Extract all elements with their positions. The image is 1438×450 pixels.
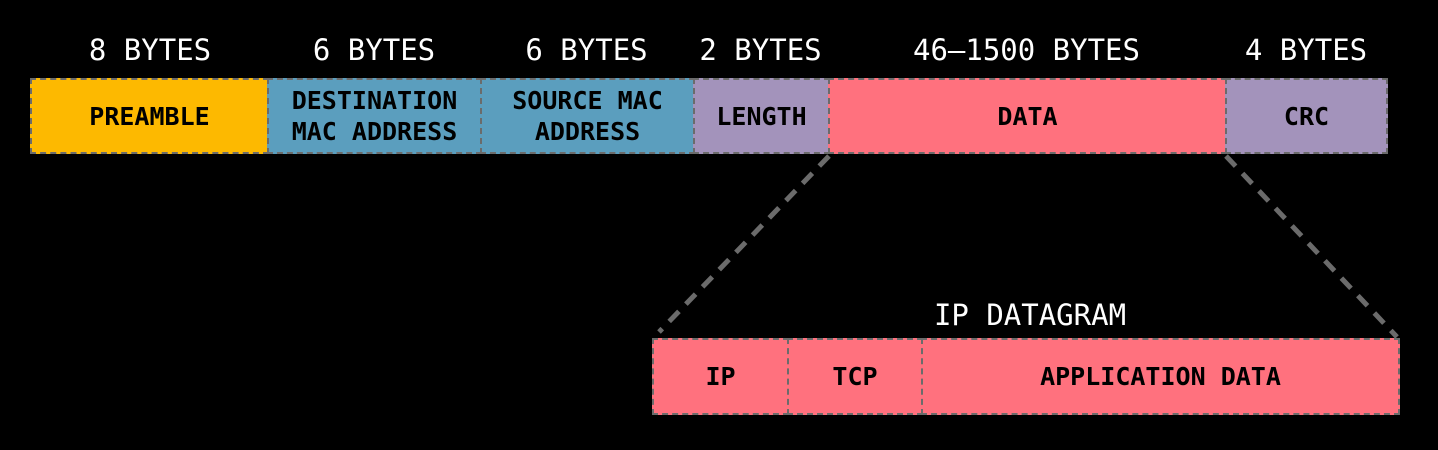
right-connector-line [1224,154,1399,339]
crc-field: CRC [1225,78,1388,154]
application-data-field: APPLICATION DATA [921,338,1400,415]
data-field: DATA [828,78,1227,154]
length-field: LENGTH [693,78,830,154]
left-connector-line [657,154,831,334]
preamble-size-label: 8 BYTES [88,33,212,67]
crc-size-label: 4 BYTES [1244,33,1368,67]
ip-datagram-title: IP DATAGRAM [933,298,1127,332]
source-mac-size-label: 6 BYTES [525,33,648,67]
destination-mac-size-label: 6 BYTES [312,33,436,67]
length-size-label: 2 BYTES [699,33,822,67]
preamble-field: PREAMBLE [30,78,269,154]
source-mac-field: SOURCE MAC ADDRESS [480,78,695,154]
ip-header-field: IP [652,338,789,415]
data-size-label: 46–1500 BYTES [913,33,1140,67]
tcp-header-field: TCP [787,338,923,415]
